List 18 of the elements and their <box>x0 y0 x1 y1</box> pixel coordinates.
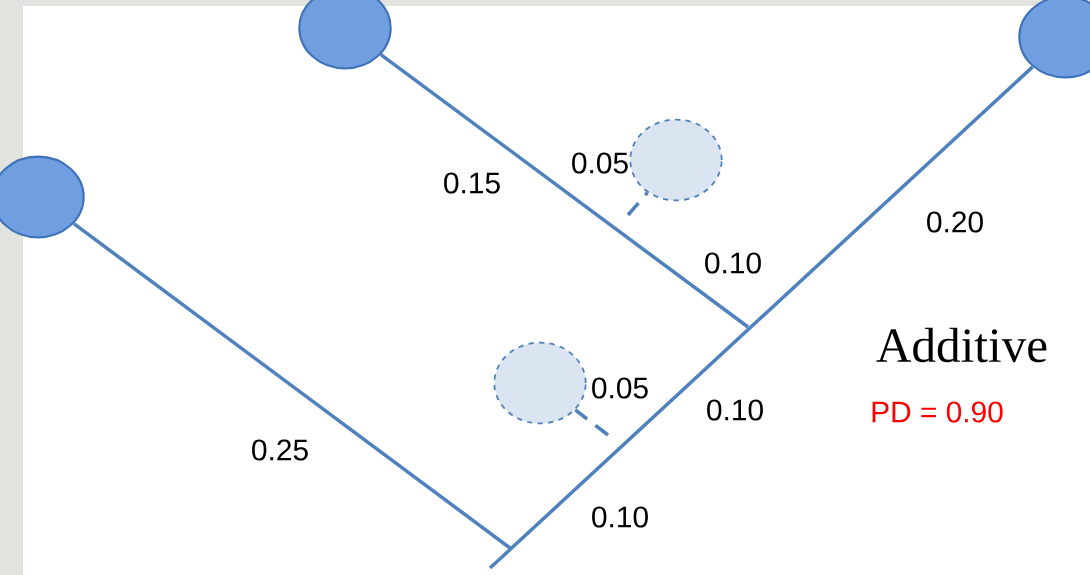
numeric-label: 0.10 <box>705 252 761 274</box>
model-label: Additive <box>876 327 1047 363</box>
branch-line <box>379 53 750 329</box>
dashed-branch-line <box>626 191 649 217</box>
branch-length-label: 0.15 <box>444 172 500 194</box>
branch-line <box>72 222 512 550</box>
branch-line <box>488 65 1034 570</box>
result-label: PD = 0.90 <box>872 401 1003 423</box>
numeric-label: 0.10 <box>592 506 648 528</box>
branch-length-label: 0.20 <box>927 211 983 233</box>
hypothetical-node-circle <box>493 341 587 425</box>
dashed-branch-line <box>574 408 610 437</box>
leaf-node-circle <box>1018 0 1090 79</box>
branch-length-label: 0.25 <box>252 439 308 461</box>
hypothetical-node-circle <box>629 118 723 202</box>
numeric-label: 0.10 <box>707 399 763 421</box>
branch-length-label: 0.05 <box>572 152 628 174</box>
branch-length-label: 0.05 <box>592 377 648 399</box>
